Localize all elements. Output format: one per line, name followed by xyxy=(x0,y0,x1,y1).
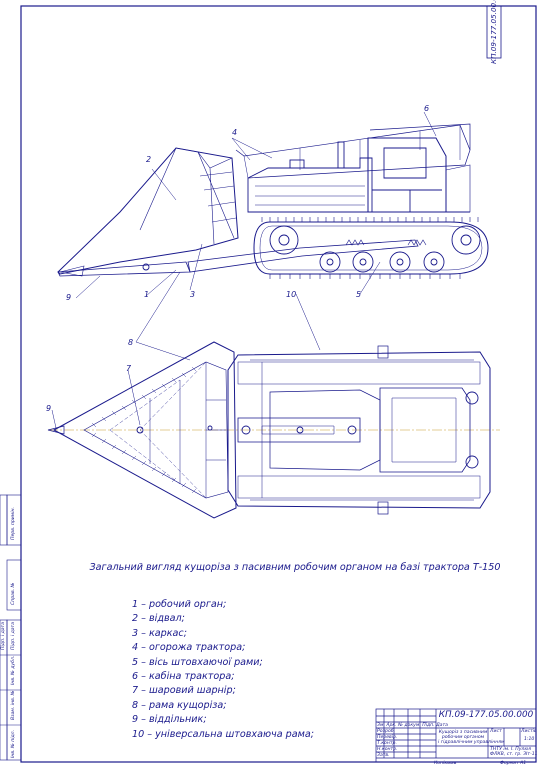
front-sprocket xyxy=(269,225,299,255)
title-block-scale: 1:10 xyxy=(524,737,535,742)
side-label: Інв. № підл. xyxy=(11,729,16,758)
drawing-caption: Загальний вигляд кущоріза з пасивним роб… xyxy=(89,562,501,573)
leader-lines xyxy=(51,111,437,429)
title-block-columns: Зм. Арк. № докум. Підп. Дата xyxy=(377,723,448,728)
working-organ xyxy=(57,147,239,275)
format-label: Формат А1 xyxy=(500,761,527,766)
callout-9-top: 9 xyxy=(46,404,52,413)
name-line: і гідравлічним управлінням xyxy=(438,740,505,745)
outer-frame xyxy=(20,5,537,763)
legend-item: 2 – відвал; xyxy=(132,613,185,625)
callout-9-side: 9 xyxy=(66,293,72,302)
side-label: Підп. і дата xyxy=(11,621,16,650)
side-label: Взам. інв. № xyxy=(11,690,16,720)
name-line: робочим органом xyxy=(441,735,485,740)
legend-item: 3 – каркас; xyxy=(132,627,187,639)
legend-item: 10 – універсальна штовхаюча рама; xyxy=(132,728,314,740)
side-strip xyxy=(0,494,22,761)
legend-item: 7 – шаровий шарнір; xyxy=(132,685,236,697)
title-block-code: КП.09-177.05.00.000 xyxy=(438,710,534,720)
side-view xyxy=(57,123,489,279)
row-label: Н.контр. xyxy=(377,747,398,752)
corner-code: КП.09-177.05.00.000 xyxy=(489,0,498,64)
side-label: Справ. № xyxy=(11,582,16,605)
col-label: Підп. xyxy=(422,723,435,728)
legend-item: 1 – робочий орган; xyxy=(132,599,227,610)
callout-8: 8 xyxy=(128,338,134,347)
org-line: ТНТУ ім. І. Пулюя xyxy=(490,747,532,752)
top-view xyxy=(47,341,500,519)
callout-6: 6 xyxy=(424,104,430,113)
push-frame xyxy=(187,239,419,273)
parts-legend: 1 – робочий орган; 2 – відвал; 3 – карка… xyxy=(132,598,314,742)
row-label: Розроб. xyxy=(377,729,396,734)
title-block-org: ТНТУ ім. І. Пулюя ФЛКВ, ст. гр. ЗІт-11 xyxy=(490,747,538,757)
row-label: Затв. xyxy=(377,753,390,758)
track-outline xyxy=(253,221,489,275)
legend-item: 6 – кабіна трактора; xyxy=(132,671,235,683)
tractor-top-outline xyxy=(227,351,491,509)
callout-1: 1 xyxy=(144,290,150,299)
corner-code-box xyxy=(486,5,502,59)
title-block xyxy=(375,708,537,763)
legend-item: 5 – вісь штовхаючої рами; xyxy=(132,656,263,668)
callout-5: 5 xyxy=(356,290,362,299)
org-line: ФЛКВ, ст. гр. ЗІт-11 xyxy=(490,752,538,757)
col-label: Дата xyxy=(436,723,448,728)
title-block-name: Кущоріз з пасивним робочим органом і гід… xyxy=(438,730,505,745)
name-line: Кущоріз з пасивним xyxy=(438,730,488,735)
callout-2: 2 xyxy=(146,155,152,164)
tractor-guard xyxy=(235,124,471,179)
tractor-cab xyxy=(367,137,447,213)
callout-3: 3 xyxy=(190,290,196,299)
side-label: Перв. примін. xyxy=(11,507,16,540)
tractor-body xyxy=(247,157,373,213)
side-label: Інв. № дубл. xyxy=(11,655,16,685)
col-label: Арк. xyxy=(386,723,397,728)
callout-7: 7 xyxy=(126,364,132,373)
legend-item: 8 – рама кущоріза; xyxy=(132,699,227,711)
legend-item: 4 – огорожа трактора; xyxy=(132,642,246,654)
callout-10: 10 xyxy=(286,290,297,299)
title-block-sheet-label: Лист xyxy=(490,729,502,734)
callout-4: 4 xyxy=(232,128,238,137)
copied-label: Копіював xyxy=(434,761,457,766)
row-label: Т.контр. xyxy=(377,741,397,746)
title-block-rows: Розроб. Перевір. Т.контр. Н.контр. Затв. xyxy=(377,729,398,759)
row-label: Перевір. xyxy=(377,735,398,740)
rear-sprocket xyxy=(451,225,481,255)
col-label: Зм. xyxy=(377,723,385,728)
blade-frame-top xyxy=(52,341,237,519)
col-label: № докум. xyxy=(398,723,421,728)
side-label: Підп. і дата xyxy=(1,621,6,650)
legend-item: 9 – віддільник; xyxy=(132,714,207,726)
title-block-sheets-label: Листів xyxy=(521,729,537,734)
